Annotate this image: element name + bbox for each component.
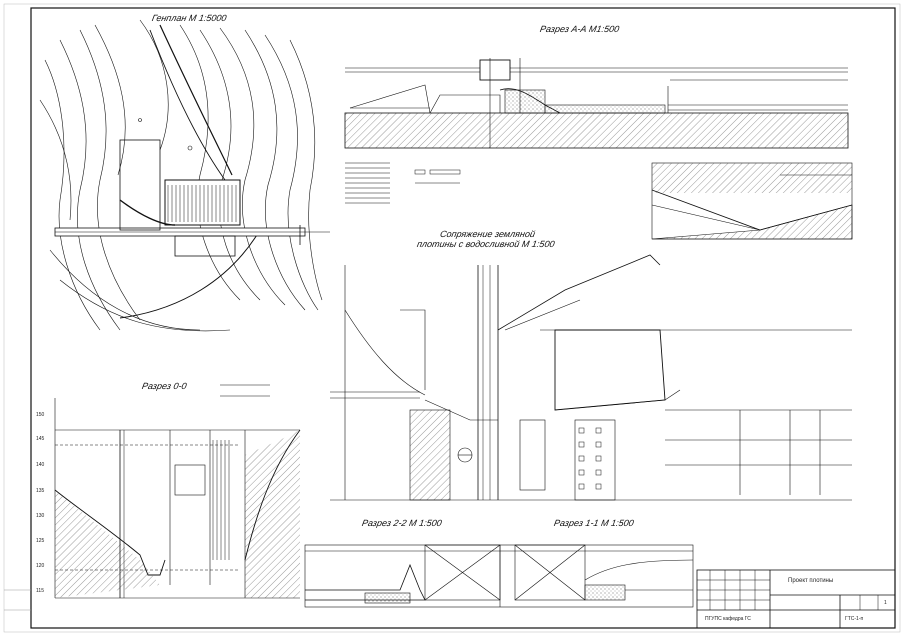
section-22-11 — [304, 544, 694, 608]
junction-plan — [330, 254, 852, 501]
title-block-code: ГТС-1-п — [845, 616, 864, 622]
elevation-label: 125 — [36, 538, 45, 544]
title-section-22: Разрез 2-2 М 1:500 — [361, 518, 443, 528]
legend — [345, 162, 461, 204]
section-aa — [344, 58, 849, 149]
elevation-label: 115 — [36, 588, 44, 594]
general-plan — [39, 19, 330, 332]
section-right — [651, 162, 853, 240]
outer-frame — [3, 3, 901, 633]
title-section-aa: Разрез А-А М1:500 — [539, 24, 621, 34]
elevation-label: 145 — [36, 436, 45, 442]
title-block-project: Проект плотины — [788, 578, 834, 584]
title-section-11: Разрез 1-1 М 1:500 — [553, 518, 635, 528]
title-block — [696, 569, 896, 629]
elevation-label: 140 — [36, 462, 45, 468]
elevation-label: 130 — [36, 513, 45, 519]
title-block-org: ПГУПС кафедра ГС — [705, 616, 751, 622]
elevation-label: 120 — [36, 563, 45, 569]
title-section-00: Разрез 0-0 — [141, 381, 188, 391]
elevation-label: 135 — [36, 488, 45, 494]
drawing-frame — [30, 7, 896, 629]
section-00 — [54, 384, 301, 599]
title-block-sheet: 1 — [884, 600, 887, 606]
title-general-plan: Генплан М 1:5000 — [151, 13, 228, 23]
title-junction: Сопряжение земляной плотины с водосливно… — [416, 229, 556, 249]
elevation-label: 150 — [36, 412, 45, 418]
